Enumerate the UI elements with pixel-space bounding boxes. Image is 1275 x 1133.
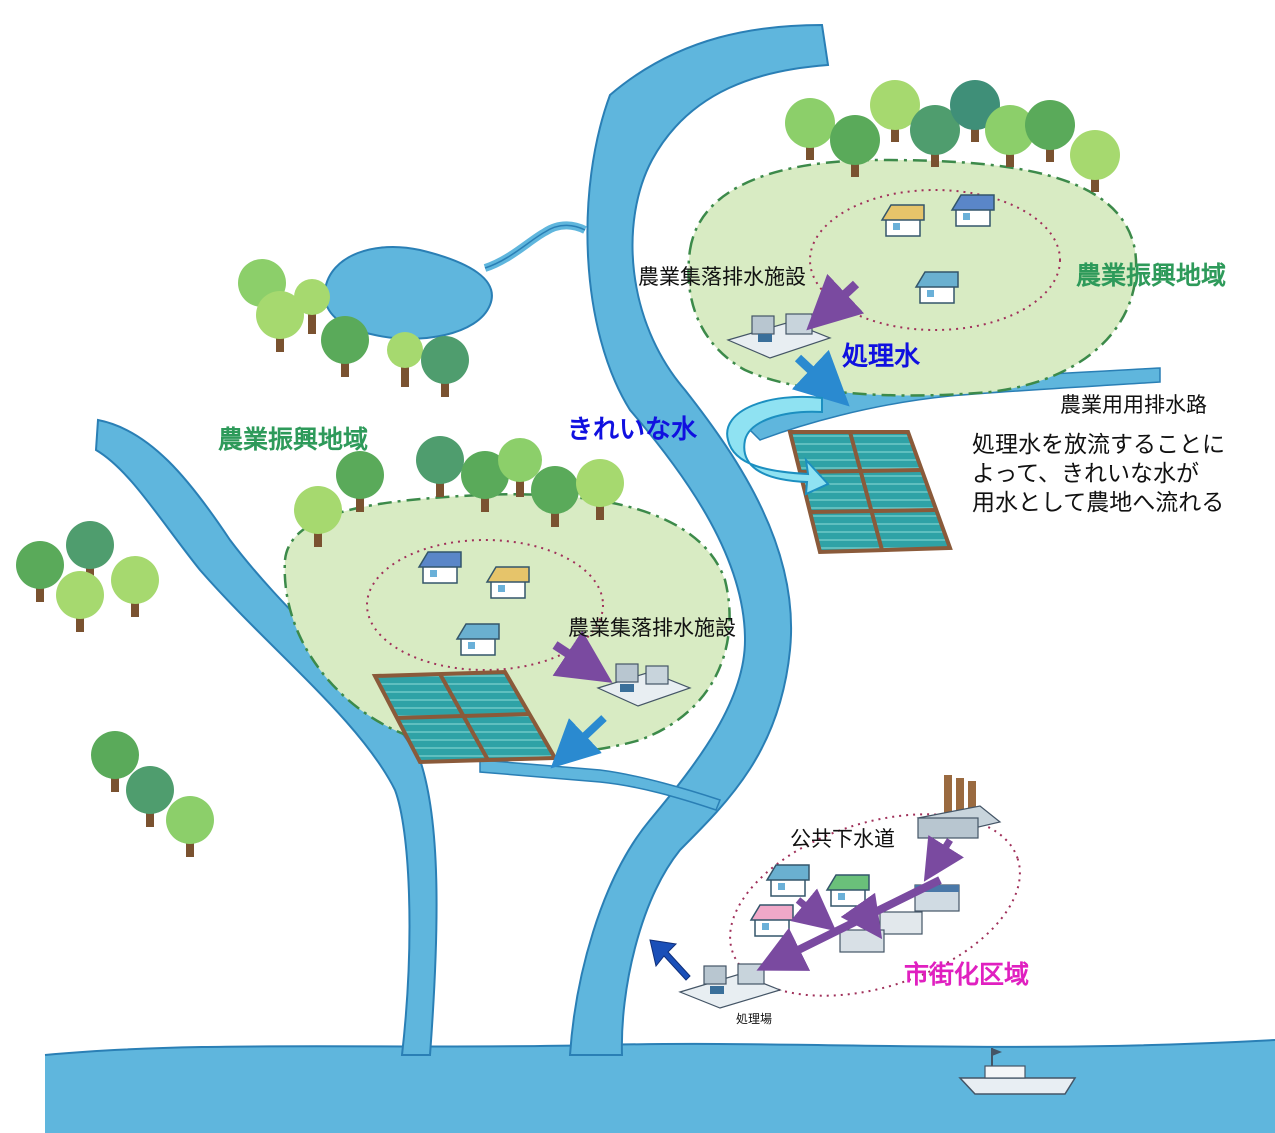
channel-label: 農業用用排水路: [1060, 393, 1207, 417]
settlement-upper: [809, 189, 1061, 331]
urban-area-boundary: [729, 813, 1021, 997]
plant-outflow-arrow: [649, 939, 691, 981]
left-stream: [94, 418, 438, 1056]
flow-arrows-purple: [552, 273, 964, 971]
main-river: [568, 23, 830, 1056]
facility-label-lower: 農業集落排水施設: [568, 616, 736, 640]
explanation-note: 処理水を放流することに よって、きれいな水が 用水として農地へ流れる: [972, 431, 1225, 518]
factory-icon: [916, 775, 1002, 839]
treatment-facility-upper: [726, 313, 832, 359]
region-label-upper-right: 農業振興地域: [1076, 261, 1227, 290]
explanation-line-1: 処理水を放流することに: [972, 432, 1225, 458]
plant-label: 処理場: [736, 1012, 773, 1026]
facility-label-upper: 農業集落排水施設: [638, 265, 806, 289]
ship-icon: [958, 1048, 1077, 1095]
region-label-left: 農業振興地域: [218, 425, 369, 454]
sea: [45, 1040, 1275, 1133]
clean-water-arrow: [726, 395, 830, 496]
paddy-fields-right: [787, 430, 953, 555]
urban-area-label: 市街化区域: [904, 960, 1030, 989]
sewage-plant-icon: [678, 963, 782, 1009]
explanation-line-2: よって、きれいな水が: [972, 461, 1200, 487]
clean-water-label: きれいな水: [567, 415, 698, 445]
settlement-left: [366, 539, 604, 671]
treated-water-label: 処理水: [842, 342, 921, 372]
trees: [16, 80, 1120, 857]
explanation-line-3: 用水として農地へ流れる: [972, 490, 1225, 516]
sewer-label: 公共下水道: [790, 827, 895, 851]
flow-arrows-blue: [550, 349, 850, 981]
treatment-facility-lower: [596, 663, 692, 707]
